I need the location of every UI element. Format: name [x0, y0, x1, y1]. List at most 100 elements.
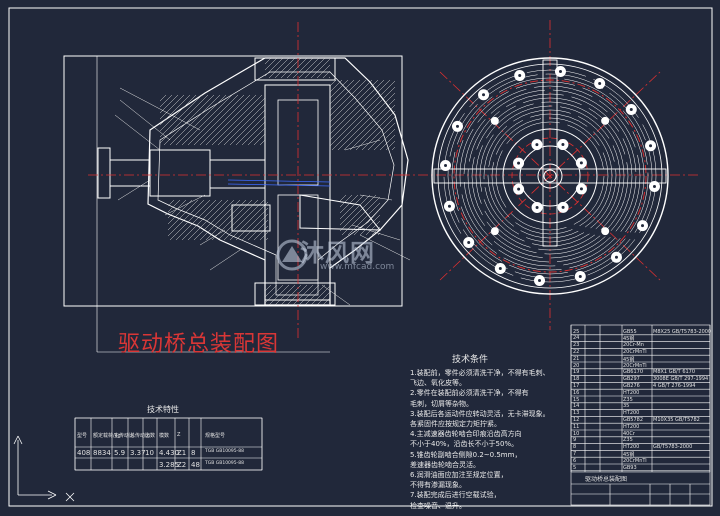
parts-list-cell: HT200 [623, 423, 640, 430]
parts-list-cell: 24 [573, 335, 580, 342]
parts-list-cell: HT200 [623, 389, 640, 396]
parts-list-cell: 45钢 [623, 336, 635, 343]
spec-table-header: 模数 [159, 433, 170, 439]
parts-list-cell: 15 [573, 396, 580, 403]
parts-list-cell: 18 [573, 376, 580, 383]
spec-table-cell: 8834 [93, 449, 111, 457]
ucs-axis-icon [13, 435, 75, 502]
spec-table-header: 规格型号 [205, 433, 226, 439]
spec-table-cell: 4.430 [159, 449, 180, 457]
centerlines [88, 20, 700, 340]
parts-list-cell: 13 [573, 410, 580, 417]
parts-list-cell: HT200 [623, 444, 640, 451]
spec-table-grid [74, 417, 263, 471]
parts-list-cell: 22 [573, 348, 580, 355]
parts-list-cell: GB297 [623, 376, 640, 383]
spec-table-cell: 408 [77, 449, 91, 457]
parts-list-cell: 23 [573, 342, 580, 349]
parts-list-cell: GB55 [623, 328, 637, 335]
tech-conditions-list: 1.装配前，零件必须清洗干净，不得有毛刺、 飞边、氧化皮等。2.零件在装配前必须… [410, 368, 578, 511]
watermark-url: www.mfcad.com [320, 262, 395, 272]
end-view-hatch [443, 69, 657, 283]
spec-table-cell: Z2 [177, 460, 187, 469]
parts-list-cell: GB93 [623, 464, 637, 471]
parts-list-cell: GB5782 [623, 416, 644, 423]
tech-condition-line: 6.润滑油面应加注至规定位置， [410, 471, 508, 480]
spec-table-cell: 3.37 [130, 449, 146, 457]
parts-list-cell: 4 GB/T 276-1994 [653, 382, 696, 389]
tech-condition-line: 2.零件在装配前必须清洗干净，不得有 [410, 389, 529, 398]
spec-table-cell: TGB GB10095-88 [205, 449, 244, 454]
tech-condition-line: 各紧固件应按规定力矩拧紧。 [410, 420, 501, 429]
tech-condition-line: 检查噪音、温升。 [410, 501, 466, 510]
parts-list-cell: 12 [573, 416, 580, 423]
parts-list-cell: 45钢 [623, 356, 635, 363]
parts-list-cell: 9 [573, 437, 577, 444]
parts-list-cell: M10X35 GB/T5782 [653, 416, 700, 423]
parts-list-cell: 7 [573, 450, 577, 457]
tech-condition-line: 飞边、氧化皮等。 [410, 379, 466, 388]
spec-table-header: 额定载荷/kg [93, 433, 121, 439]
parts-list-cell: Z35 [623, 396, 633, 403]
spec-table-header: 齿数 [145, 433, 156, 439]
parts-list-cell: M8X25 GB/T5783-2000 [653, 328, 712, 335]
parts-list-cell: 25 [573, 328, 580, 335]
parts-list-cell: 20CrMnTi [623, 362, 647, 369]
spec-table-header: Z [177, 432, 181, 438]
parts-list-cell: 16 [573, 389, 580, 396]
parts-list-cell: 17 [573, 382, 580, 389]
drawing-border [8, 7, 713, 507]
tech-condition-line: 5.锥齿轮副啮合侧隙0.2~0.5mm， [410, 450, 522, 459]
parts-list-cell: 20CrMnTi [623, 457, 647, 464]
spec-table-cell: 8 [191, 449, 196, 457]
spec-table-cell: TGB GB10095-88 [205, 460, 244, 466]
parts-list-cell: GB276 [623, 382, 640, 389]
tech-condition-line: 毛刺，切屑等杂物。 [410, 399, 473, 408]
tech-condition-line: 7.装配完成后进行空载试验， [410, 491, 501, 500]
parts-list-cell: HT200 [623, 410, 640, 417]
watermark-logo [276, 239, 308, 271]
parts-list-cell: 6 [573, 457, 577, 464]
parts-list-cell: 8 [573, 444, 577, 451]
spec-table-cell: 10 [145, 449, 154, 457]
spec-table-cell: 48 [191, 460, 200, 469]
tech-condition-line: 3.装配后各运动件应转动灵活，无卡滞现象。 [410, 409, 550, 418]
parts-list-cell: GB/T5783-2000 [653, 444, 693, 451]
parts-list-cell: 20Cr-Mn [623, 342, 644, 349]
parts-list-cell: 3008E GB/T 297-1994 [653, 376, 709, 383]
parts-list-cell: 21 [573, 355, 580, 362]
parts-list-cell: 45钢 [623, 451, 635, 458]
parts-list-cell: 35 [623, 403, 630, 410]
tech-condition-line: 4.主减速器齿轮啮合印痕沿齿高方向 [410, 430, 522, 439]
tech-conditions-title: 技术条件 [452, 355, 489, 365]
spec-table-header: 主传动比 [114, 433, 135, 439]
parts-list-cell: M8X1 GB/T 6170 [653, 369, 696, 376]
drawing-title: 驱动桥总装配图 [118, 332, 280, 357]
spec-table-header: 型号 [77, 433, 88, 439]
parts-list-cell: Z35 [623, 437, 633, 444]
tech-condition-line: 不小于40%，沿齿长不小于50%。 [410, 440, 519, 449]
parts-list-cell: 20CrMnTi [623, 348, 647, 355]
parts-list-footer: 驱动桥总装配图 [585, 476, 628, 483]
spec-table-cell: Z1 [177, 449, 187, 457]
parts-list-grid [570, 324, 711, 506]
parts-list-cell: GB6170 [623, 369, 644, 376]
bolt-holes [440, 66, 660, 286]
spec-table-cell: 5.9 [114, 449, 126, 457]
parts-list-cell: 5 [573, 464, 577, 471]
leader-lines [114, 87, 411, 306]
section-hatching [159, 57, 396, 306]
parts-list-cell: 20 [573, 362, 580, 369]
parts-list-cell: 19 [573, 369, 580, 376]
spec-table-cell: 3.285 [159, 460, 180, 469]
tech-condition-line: 差速器齿轮啮合灵活。 [410, 460, 480, 469]
parts-list-cell: 10 [573, 430, 580, 437]
section-view [63, 55, 409, 353]
tech-condition-line: 不得有渗漏现象。 [410, 481, 466, 490]
spec-table-title: 技术特性 [147, 405, 179, 414]
parts-list-cell: 14 [573, 403, 580, 410]
tech-condition-line: 1.装配前，零件必须清洗干净，不得有毛刺、 [410, 369, 550, 377]
spec-table-header: 总传动比 [130, 433, 151, 439]
